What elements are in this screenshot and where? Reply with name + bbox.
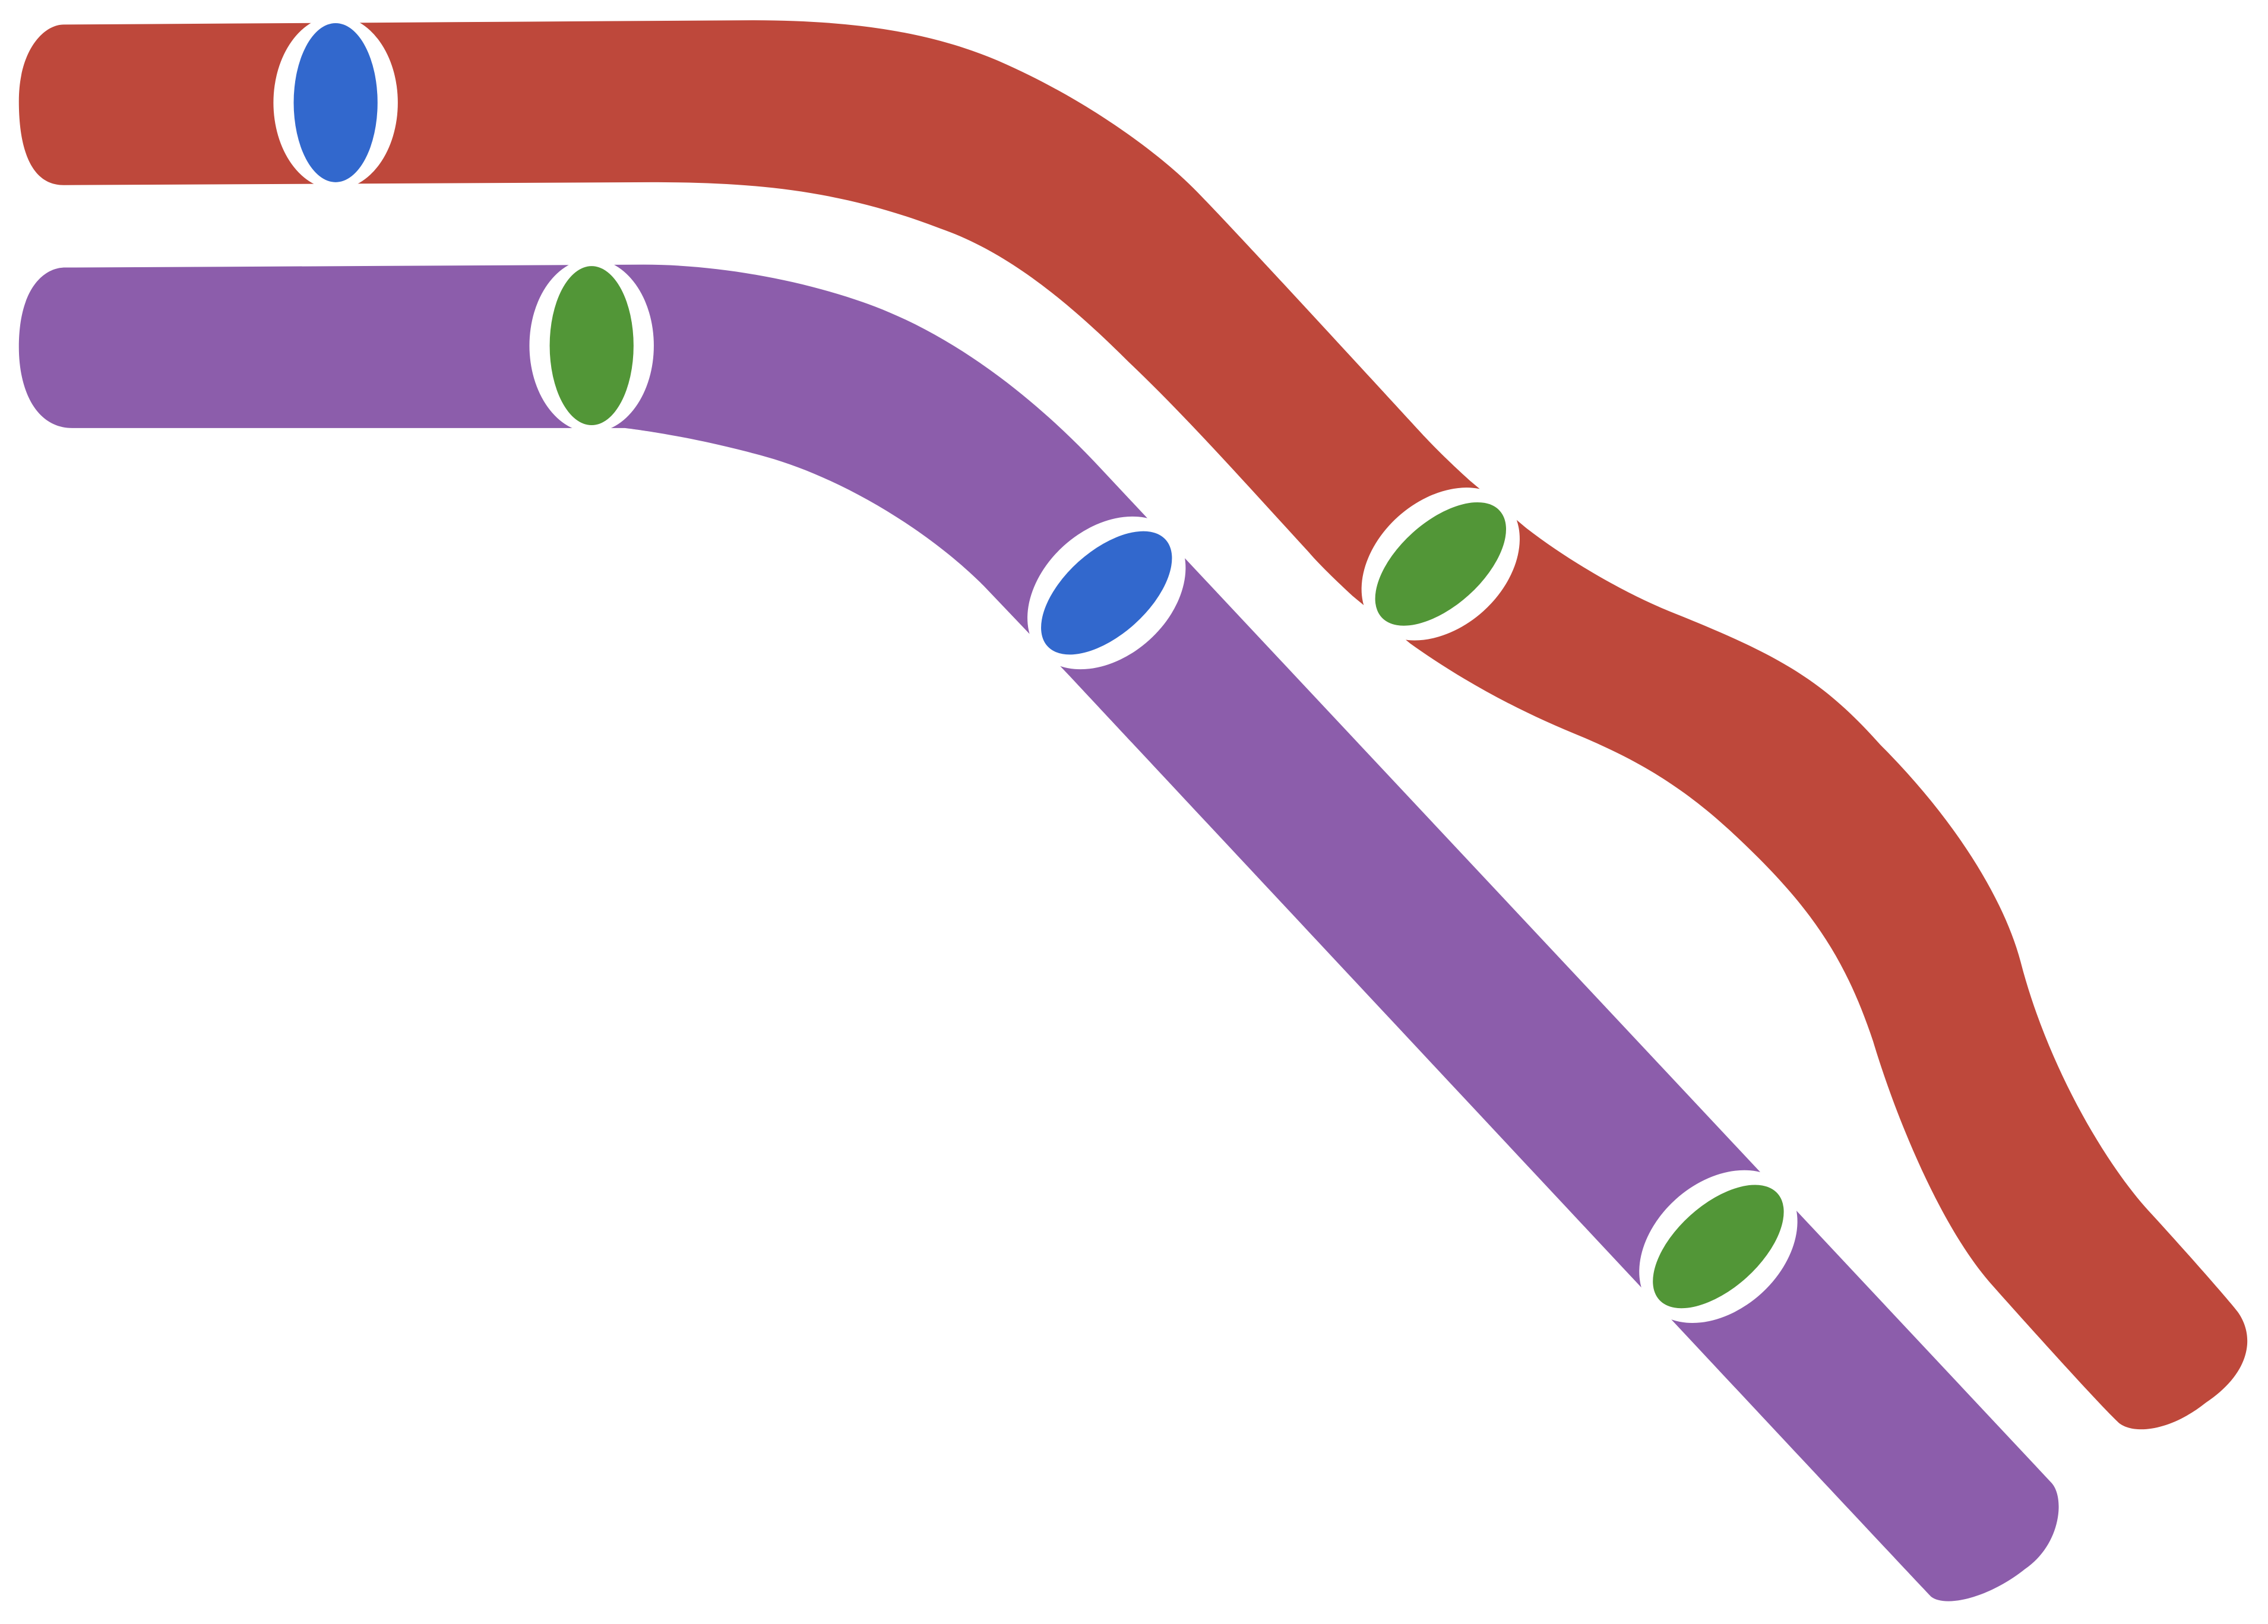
red-tube: [18, 20, 2248, 1430]
purple-tube-green-joint-1: [529, 258, 654, 433]
purple-tube: [18, 264, 2059, 1601]
purple-tube-green-joint-2: [1639, 1170, 1798, 1323]
red-tube-green-joint: [1361, 487, 1520, 641]
purple-tube-blue-joint: [1027, 516, 1186, 670]
red-tube-blue-joint: [273, 15, 398, 190]
